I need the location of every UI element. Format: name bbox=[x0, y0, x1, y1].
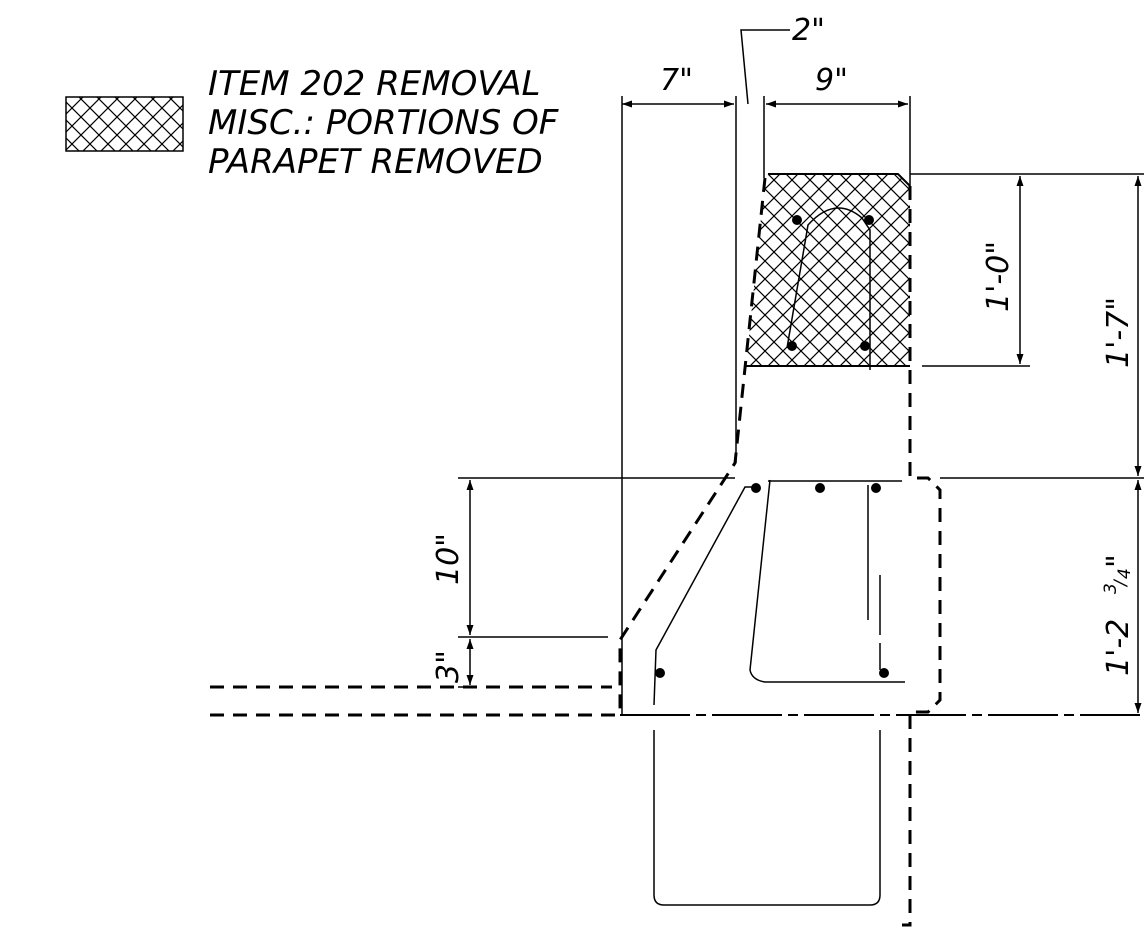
rebar-dot bbox=[871, 483, 881, 493]
dim-2-leader bbox=[740, 29, 790, 105]
rebar-dot bbox=[751, 483, 761, 493]
dimension-labels: 7" 2" 9" 1'-0" 1'-7" 1'-2 3 / 4 " 10" 3" bbox=[431, 13, 1136, 683]
removed-parapet-portion bbox=[746, 173, 911, 367]
parapet-left-face bbox=[618, 177, 767, 715]
mid-stirrup bbox=[749, 479, 905, 683]
rebar-dot bbox=[860, 341, 870, 351]
dim-1-2-3-4-label: 1'-2 3 / 4 " bbox=[1101, 554, 1136, 676]
dim-2-label: 2" bbox=[792, 13, 825, 48]
dim-3-label: 3" bbox=[431, 650, 466, 683]
dim-7-label: 7" bbox=[660, 63, 693, 98]
rebar-dot bbox=[792, 215, 802, 225]
rebar-dot bbox=[864, 215, 874, 225]
lower-stirrup bbox=[653, 486, 881, 906]
legend-hatch-swatch bbox=[65, 96, 184, 152]
rebar-dot bbox=[879, 668, 889, 678]
parapet-right-face bbox=[902, 186, 942, 927]
upper-stirrup bbox=[786, 207, 871, 370]
dim-1-7-label: 1'-7" bbox=[1101, 297, 1136, 368]
rebar-dot bbox=[655, 668, 665, 678]
dim-lower-fraction-num: 3 bbox=[1101, 583, 1121, 594]
dimension-lines bbox=[466, 29, 1142, 713]
parapet-outline bbox=[210, 177, 942, 927]
rebar-dot bbox=[787, 341, 797, 351]
dim-lower-fraction-slash: / bbox=[1111, 578, 1131, 588]
reference-lines bbox=[458, 96, 1144, 716]
legend-line-1: ITEM 202 REMOVAL bbox=[208, 64, 540, 104]
dim-lower-fraction-den: 4 bbox=[1115, 568, 1135, 579]
dim-lower-inch: " bbox=[1101, 554, 1136, 568]
dim-9-label: 9" bbox=[815, 63, 848, 98]
legend-line-3: PARAPET REMOVED bbox=[208, 142, 543, 182]
legend-line-2: MISC.: PORTIONS OF bbox=[208, 103, 559, 143]
dim-1-0-label: 1'-0" bbox=[981, 241, 1016, 312]
removed-portion-hatch bbox=[746, 174, 910, 366]
removed-portion-top-edge bbox=[768, 173, 911, 187]
legend: ITEM 202 REMOVAL MISC.: PORTIONS OF PARA… bbox=[65, 64, 559, 182]
rebar-dot bbox=[815, 483, 825, 493]
reinforcement bbox=[653, 207, 905, 906]
dim-10-label: 10" bbox=[431, 533, 466, 585]
dim-lower-main: 1'-2 bbox=[1101, 619, 1136, 676]
